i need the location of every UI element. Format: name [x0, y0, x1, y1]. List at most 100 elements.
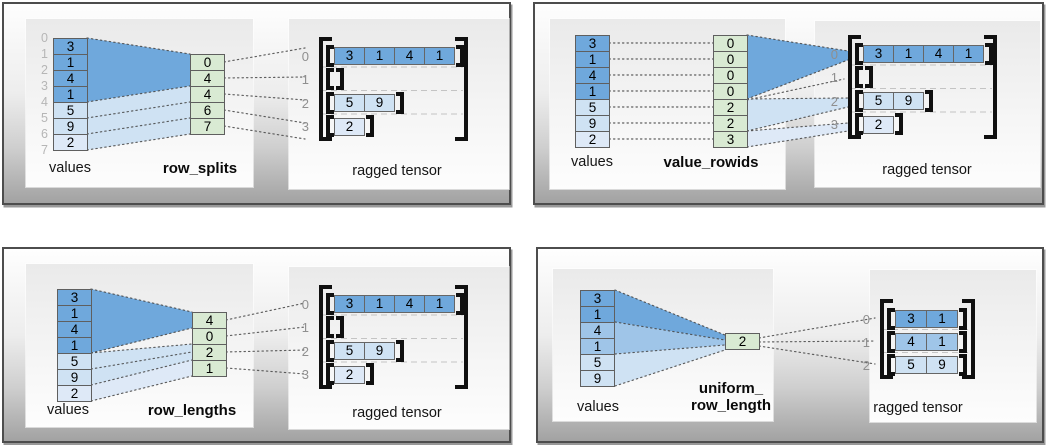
row-bracket-open-icon: [887, 353, 895, 376]
tensor-cell: 1: [364, 47, 395, 65]
tensor-cell: 9: [364, 94, 395, 112]
row-index-label: 0: [830, 46, 838, 62]
tensor-cell: 3: [334, 47, 365, 65]
value-cell: 5: [575, 99, 610, 116]
outer-bracket-left-icon: [880, 299, 893, 379]
value-index-label: 2: [41, 63, 48, 77]
row-index-label: 1: [301, 320, 309, 335]
row-bracket-close-icon: [865, 66, 873, 88]
tensor-cell: 5: [334, 94, 365, 112]
row-index-label: 3: [830, 117, 838, 132]
tensor-cell: 1: [424, 47, 455, 65]
method-cell: 3: [713, 131, 748, 148]
row-bracket-open-icon: [855, 66, 863, 88]
tensor-cell: 4: [394, 295, 425, 313]
tensor-label: ragged tensor: [882, 162, 972, 178]
method-cell: 2: [725, 333, 760, 350]
method-cell: 4: [192, 312, 227, 329]
tensor-cell: 2: [334, 365, 365, 384]
row-index-label: 1: [830, 70, 838, 85]
tensor-cell: 5: [334, 342, 365, 360]
row-index-label: 2: [830, 93, 838, 109]
row-bracket-open-icon: [855, 89, 863, 112]
row-bracket-open-icon: [326, 115, 334, 137]
tensor-cell: 3: [895, 310, 927, 328]
row-bracket-close-icon: [366, 115, 374, 137]
value-index-label: 3: [41, 79, 48, 93]
method-label: row_lengths: [147, 402, 237, 419]
outer-bracket-left-icon: [848, 35, 861, 139]
row-bracket-close-icon: [959, 307, 967, 330]
method-cell: 0: [192, 328, 227, 345]
row-bracket-close-icon: [336, 68, 344, 90]
row-bracket-close-icon: [396, 91, 404, 114]
method-cell: 2: [713, 115, 748, 132]
tensor-cell: 1: [424, 295, 455, 313]
value-index-label: 6: [41, 127, 48, 141]
tensor-cell: 9: [926, 356, 958, 374]
row-bracket-close-icon: [925, 89, 933, 112]
method-label: row_splits: [162, 160, 238, 177]
method-cell: 4: [190, 86, 225, 103]
tensor-cell: 5: [895, 356, 927, 374]
value-cell: 9: [57, 369, 92, 386]
method-label: uniform_: [698, 380, 764, 397]
method-cell: 4: [190, 70, 225, 87]
row-bracket-open-icon: [326, 363, 334, 385]
value-index-label: 5: [41, 111, 48, 125]
row-bracket-close-icon: [396, 339, 404, 362]
row-bracket-close-icon: [895, 113, 903, 135]
tensor-label: ragged tensor: [352, 405, 442, 421]
value-cell: 1: [580, 338, 615, 355]
row-bracket-open-icon: [855, 113, 863, 135]
row-index-label: 3: [301, 119, 309, 134]
row-index-label: 3: [301, 367, 309, 382]
tensor-cell: 5: [863, 92, 894, 110]
value-cell: 4: [53, 70, 88, 87]
tensor-cell: 2: [863, 115, 894, 134]
value-cell: 3: [57, 289, 92, 306]
value-cell: 1: [57, 305, 92, 322]
values-label: values: [49, 160, 91, 176]
value-index-label: 4: [41, 95, 48, 109]
row-index-label: 0: [862, 311, 870, 327]
value-cell: 3: [575, 35, 610, 52]
tensor-cell: 1: [926, 310, 958, 328]
row-bracket-close-icon: [959, 353, 967, 376]
method-label: value_rowids: [663, 154, 759, 171]
method-cell: 0: [713, 83, 748, 100]
row-index-label: 1: [862, 334, 870, 350]
outer-bracket-right-icon: [455, 285, 468, 389]
tensor-cell: 4: [394, 47, 425, 65]
row-bracket-close-icon: [456, 292, 464, 315]
row-bracket-close-icon: [985, 42, 993, 65]
method-cell: 1: [192, 360, 227, 377]
value-cell: 1: [57, 337, 92, 354]
tensor-cell: 3: [863, 45, 894, 63]
method-cell: 0: [713, 35, 748, 52]
row-bracket-open-icon: [855, 42, 863, 65]
row-bracket-close-icon: [336, 316, 344, 338]
method-cell: 0: [713, 67, 748, 84]
row-bracket-open-icon: [326, 339, 334, 362]
row-index-label: 2: [862, 357, 870, 373]
method-cell: 7: [190, 118, 225, 135]
tensor-cell: 1: [953, 45, 984, 63]
row-index-label: 0: [301, 296, 309, 312]
method-label-line2: row_length: [690, 397, 772, 414]
method-cell: 6: [190, 102, 225, 119]
tensor-label: ragged tensor: [352, 163, 442, 179]
value-cell: 3: [53, 38, 88, 55]
value-cell: 4: [575, 67, 610, 84]
tensor-cell: 4: [923, 45, 954, 63]
row-bracket-close-icon: [959, 330, 967, 353]
value-cell: 1: [53, 54, 88, 71]
value-cell: 1: [575, 83, 610, 100]
value-cell: 1: [53, 86, 88, 103]
row-bracket-open-icon: [326, 316, 334, 338]
